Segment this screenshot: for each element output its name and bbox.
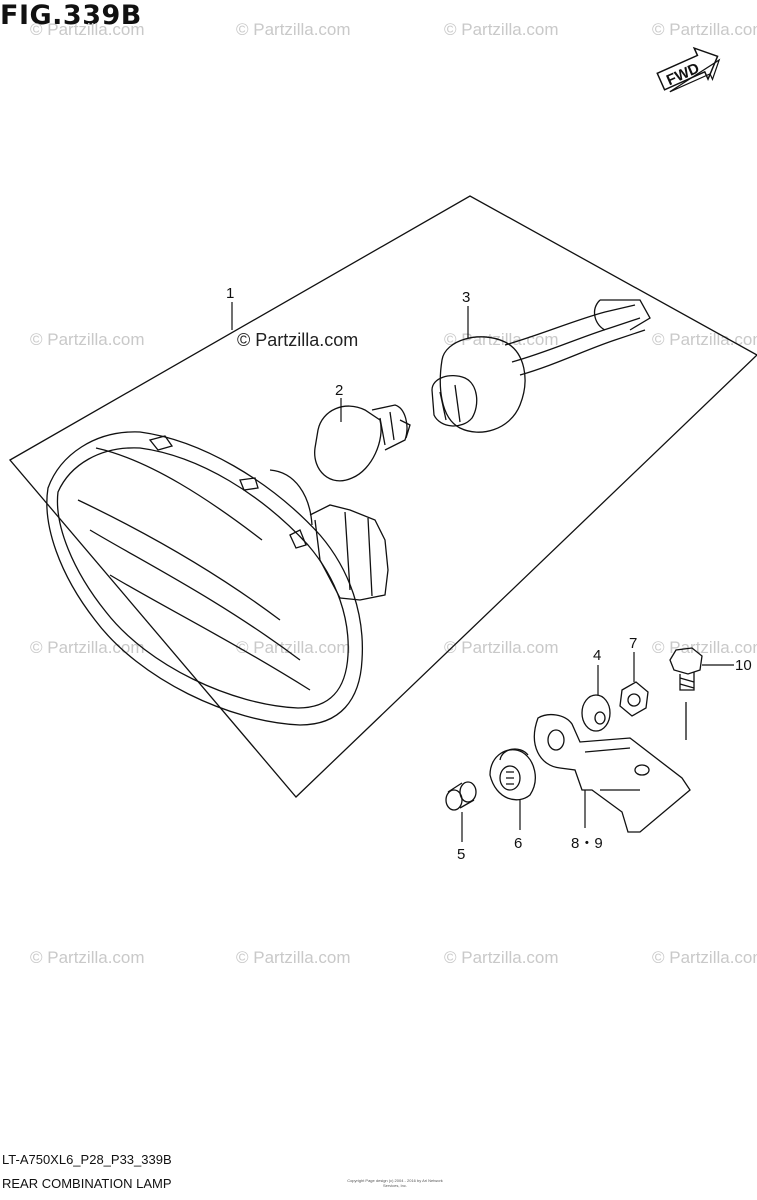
callout-7: 7 — [629, 635, 637, 652]
grommet — [489, 748, 536, 801]
callout-8-9: 8・9 — [571, 835, 603, 852]
part-name: REAR COMBINATION LAMP — [2, 1176, 172, 1191]
copyright-footer: Copyright Page design (c) 2004 - 2016 by… — [347, 1178, 443, 1188]
watermark: © Partzilla.com — [444, 638, 559, 657]
socket — [431, 299, 651, 433]
watermark: © Partzilla.com — [30, 638, 145, 657]
callout-6: 6 — [514, 835, 522, 852]
callout-2: 2 — [335, 382, 343, 399]
model-code: LT-A750XL6_P28_P33_339B — [2, 1152, 172, 1167]
watermark: © Partzilla.com — [30, 330, 145, 349]
callout-1: 1 — [226, 285, 234, 302]
fwd-arrow-icon: FWD — [656, 46, 721, 93]
callout-10: 10 — [735, 657, 752, 674]
assembly-outline — [8, 195, 757, 798]
leader-lines — [231, 302, 734, 842]
watermark: © Partzilla.com — [652, 330, 757, 349]
watermark: © Partzilla.com — [236, 948, 351, 967]
callout-5: 5 — [457, 846, 465, 863]
watermark: © Partzilla.com — [652, 948, 757, 967]
bracket — [533, 702, 691, 833]
watermark: © Partzilla.com — [30, 20, 145, 39]
watermark: © Partzilla.com — [444, 330, 559, 349]
watermark: © Partzilla.com — [30, 948, 145, 967]
watermark: © Partzilla.com — [444, 20, 559, 39]
fwd-label: FWD — [664, 60, 702, 89]
callout-3: 3 — [462, 289, 470, 306]
bulb — [314, 404, 411, 482]
bolt — [669, 647, 703, 691]
watermark: © Partzilla.com — [236, 20, 351, 39]
watermark-main: © Partzilla.com — [237, 330, 359, 350]
washer — [581, 694, 611, 732]
callout-4: 4 — [593, 647, 601, 664]
nut — [619, 681, 649, 717]
figure-title: FIG.339B — [0, 0, 142, 31]
watermark: © Partzilla.com — [236, 638, 351, 657]
collar — [445, 781, 477, 811]
watermark: © Partzilla.com — [652, 638, 757, 657]
watermark: © Partzilla.com — [444, 948, 559, 967]
watermark: © Partzilla.com — [652, 20, 757, 39]
lamp-housing — [46, 431, 389, 726]
